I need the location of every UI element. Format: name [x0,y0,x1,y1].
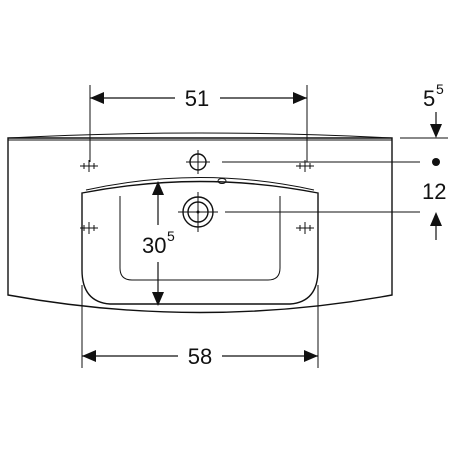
bowl-outline [81,180,319,305]
fixing-bolt-icon [80,222,98,234]
dim-51-label: 51 [185,86,209,111]
dim-30-sup: 5 [167,228,175,244]
fixing-bolt-icon [296,222,314,234]
dim-5-label: 5 [423,86,435,111]
dim-30-arrow-bottom [152,292,164,306]
bowl-rim-curve [85,177,315,191]
drain-icon [178,192,218,232]
dim-30-label: 30 [142,233,166,258]
bowl-inner-outline [119,196,281,281]
dim-12-label: 12 [422,179,446,204]
dim-12-arrow [430,212,442,226]
tap-hole-icon [186,150,210,174]
dim-51-arrow-right [293,92,307,104]
dim-12-dot [432,158,440,166]
dim-5-arrow [430,124,442,138]
dim-30-arrow-top [152,181,164,195]
dim-5-sup: 5 [436,81,444,97]
dim-51-arrow-left [90,92,104,104]
overflow-icon [217,178,227,184]
dim-58-arrow-right [304,350,318,362]
fixing-bolt-icon [80,160,98,172]
basin-back-edge [7,132,393,139]
dim-58-label: 58 [188,344,212,369]
basin-outer-outline [7,137,393,314]
dim-58-arrow-left [82,350,96,362]
